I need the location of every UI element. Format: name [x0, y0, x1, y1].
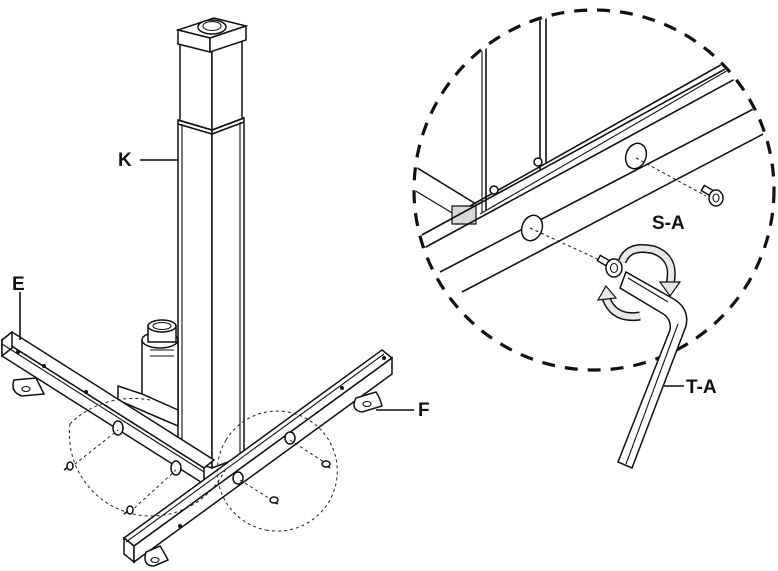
hex-key-t-a-icon — [617, 270, 688, 469]
label-t-a: T-A — [686, 377, 717, 398]
beam-e — [0, 330, 216, 486]
motor — [117, 319, 179, 428]
beam-f — [122, 349, 394, 567]
label-f: F — [418, 400, 430, 421]
detail-circle-left — [63, 398, 227, 517]
label-s-a: S-A — [652, 213, 685, 234]
leg-assembly — [0, 17, 414, 567]
zoom-circle — [412, 8, 776, 372]
screw-icon — [269, 496, 279, 505]
label-e: E — [12, 274, 25, 295]
screw-s-a-icon — [700, 184, 724, 207]
zoom-detail — [412, 8, 776, 469]
screw-icon — [596, 254, 623, 278]
label-k: K — [118, 150, 132, 171]
screw-icon — [321, 460, 331, 469]
detail-circle-right — [216, 410, 338, 532]
column-k — [175, 17, 249, 470]
screw-icon — [123, 505, 134, 515]
screw-icon — [63, 461, 74, 471]
rotate-arrow-icon — [596, 244, 682, 322]
